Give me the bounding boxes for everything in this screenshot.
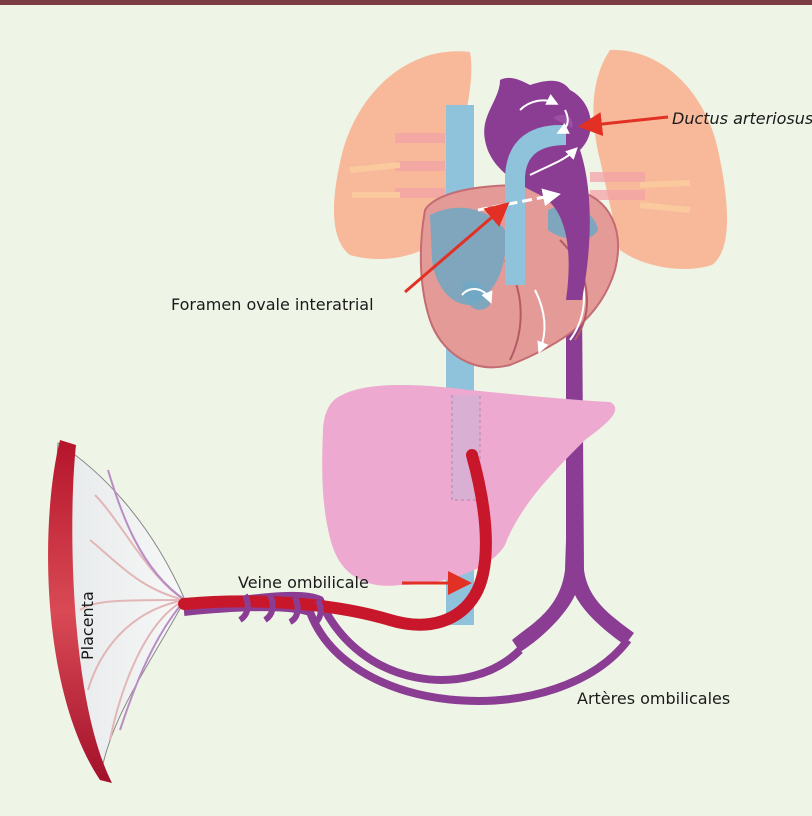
label-foramen-ovale: Foramen ovale interatrial bbox=[171, 295, 374, 314]
label-arteres-ombilicales: Artères ombilicales bbox=[577, 689, 730, 708]
label-ductus-arteriosus: Ductus arteriosus bbox=[672, 109, 812, 128]
label-veine-ombilicale: Veine ombilicale bbox=[238, 573, 369, 592]
placenta bbox=[48, 440, 185, 783]
superior-vena-cava-top bbox=[446, 105, 474, 125]
fetal-circulation-diagram: Ductus arteriosus Foramen ovale interatr… bbox=[0, 5, 812, 816]
label-placenta: Placenta bbox=[78, 591, 97, 660]
